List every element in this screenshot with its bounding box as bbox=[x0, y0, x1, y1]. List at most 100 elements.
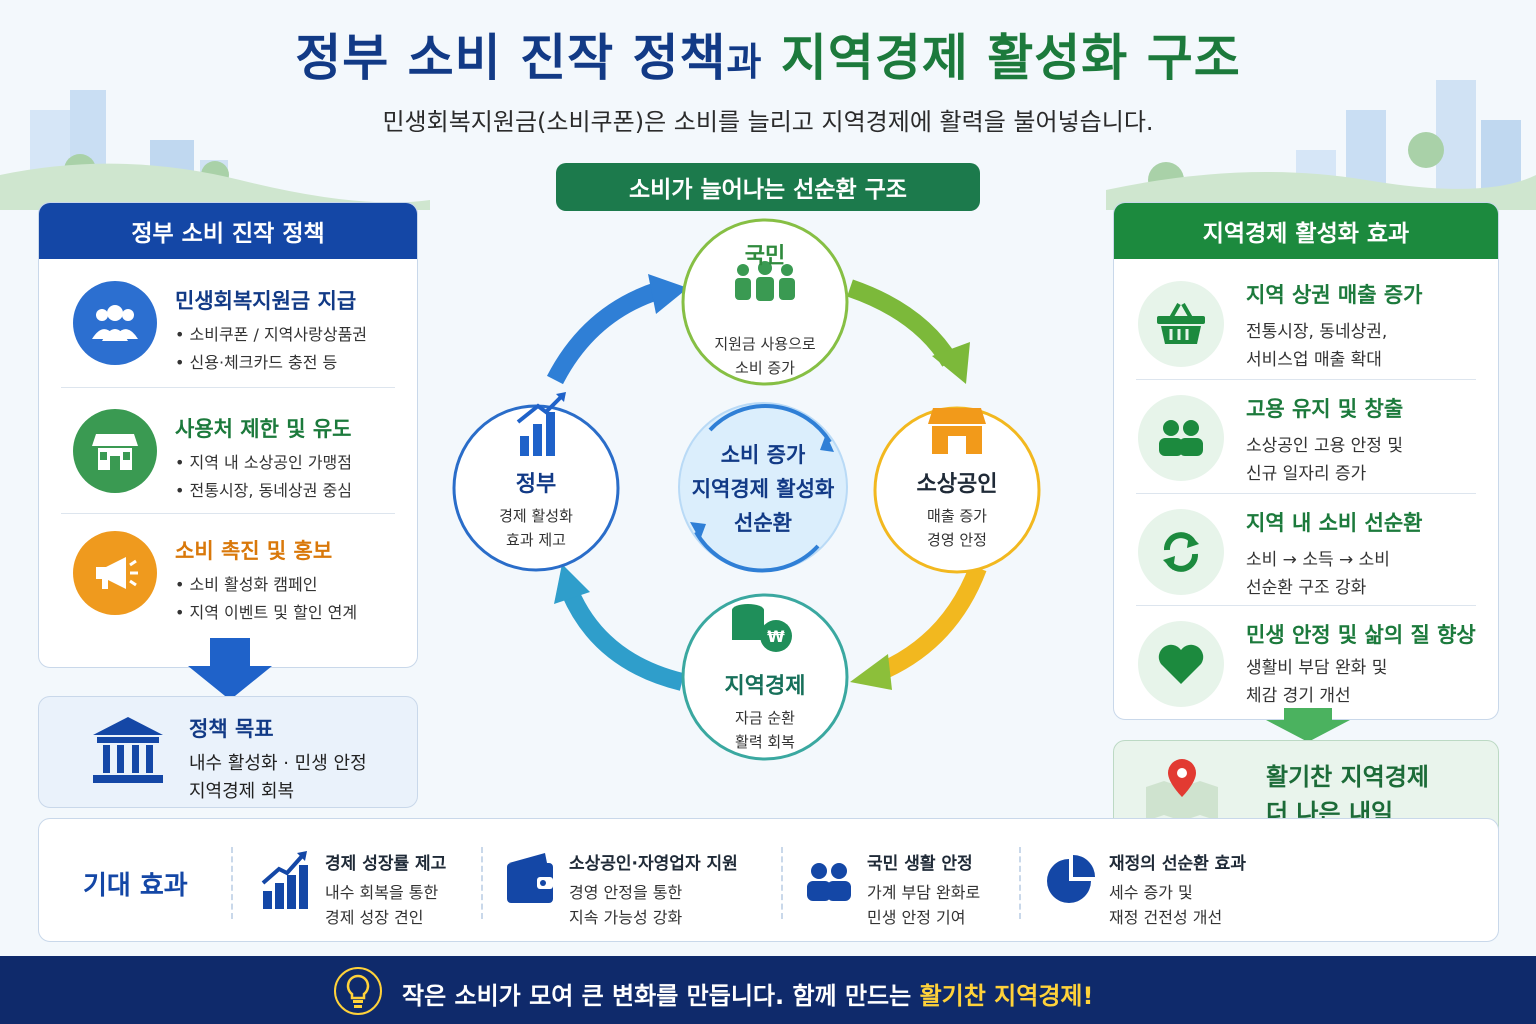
arrow-people-to-merchants bbox=[847, 279, 958, 367]
core-line: 소비 증가 bbox=[720, 443, 806, 467]
node-title: 소상공인 bbox=[916, 472, 998, 497]
effect-line: 가계 부담 완화로 bbox=[867, 883, 981, 902]
cycle-icon bbox=[1138, 509, 1224, 595]
page-subtitle: 민생회복지원금(소비쿠폰)은 소비를 늘리고 지역경제에 활력을 불어넣습니다. bbox=[382, 108, 1154, 136]
effect-title: 재정의 선순환 효과 bbox=[1109, 854, 1246, 874]
effects-panel-header: 지역경제 활성화 효과 bbox=[1114, 203, 1498, 259]
policy-item-subsidy: 민생회복지원금 지급 • 소비쿠폰 / 지역사랑상품권 • 신용·체크카드 충전… bbox=[61, 281, 401, 391]
node-government-text: 정부 경제 활성화 효과 제고 bbox=[451, 466, 621, 552]
node-desc: 매출 증가 bbox=[927, 507, 987, 525]
effect-line: 경영 안정을 통한 bbox=[569, 883, 683, 902]
node-desc: 자금 순환 bbox=[735, 709, 795, 727]
policy-item-bullet: • 소비쿠폰 / 지역사랑상품권 bbox=[175, 325, 368, 344]
node-title: 지역경제 bbox=[724, 674, 806, 699]
effect-line: 재정 건전성 개선 bbox=[1109, 908, 1223, 927]
arrow-merchants-to-local bbox=[876, 564, 987, 681]
people-icon bbox=[807, 863, 851, 901]
expected-effects-label: 기대 효과 bbox=[83, 871, 188, 901]
basket-icon bbox=[1138, 281, 1224, 367]
divider bbox=[1136, 605, 1476, 606]
divider bbox=[61, 387, 395, 388]
effect-item-cycle: 지역 내 소비 선순환 소비 → 소득 → 소비 선순환 구조 강화 bbox=[1136, 503, 1480, 613]
effect-line: 경제 성장 견인 bbox=[325, 908, 424, 927]
svg-text:₩: ₩ bbox=[767, 627, 785, 646]
effect-item-title: 지역 내 소비 선순환 bbox=[1246, 511, 1423, 535]
divider bbox=[1136, 379, 1476, 380]
node-title: 정부 bbox=[515, 472, 557, 497]
effect-item-title: 민생 안정 및 삶의 질 향상 bbox=[1246, 623, 1476, 647]
effect-item-line: 선순환 구조 강화 bbox=[1246, 578, 1367, 598]
core-line: 선순환 bbox=[734, 511, 792, 535]
node-merchants-text: 소상공인 매출 증가 경영 안정 bbox=[872, 466, 1042, 552]
effect-line: 민생 안정 기여 bbox=[867, 908, 966, 927]
effect-item-title: 지역 상권 매출 증가 bbox=[1246, 283, 1423, 307]
government-building-icon bbox=[93, 717, 163, 783]
city-skyline-right bbox=[1106, 80, 1536, 210]
expected-effects-bar: 기대 효과 경제 성장률 제고 내수 회복을 통한 경제 성장 견인 소상공인·… bbox=[38, 818, 1499, 942]
policy-item-title: 소비 촉진 및 홍보 bbox=[175, 539, 333, 563]
node-people-text: 국민 지원금 사용으로 소비 증가 bbox=[680, 238, 850, 380]
effect-item-sales: 지역 상권 매출 증가 전통시장, 동네상권, 서비스업 매출 확대 bbox=[1136, 275, 1480, 385]
node-people bbox=[681, 218, 849, 386]
policy-goal-line: 지역경제 회복 bbox=[189, 781, 295, 802]
shop-icon bbox=[73, 409, 157, 493]
node-desc: 경제 활성화 bbox=[499, 507, 573, 525]
policy-item-usage: 사용처 제한 및 유도 • 지역 내 소상공인 가맹점 • 전통시장, 동네상권… bbox=[61, 409, 401, 519]
arrow-local-to-gov bbox=[561, 588, 685, 691]
divider bbox=[781, 847, 783, 919]
effect-item-line: 체감 경기 개선 bbox=[1246, 686, 1351, 706]
node-desc: 소비 증가 bbox=[735, 359, 795, 377]
title-connector: 과 bbox=[726, 40, 763, 84]
growth-chart-icon bbox=[261, 851, 308, 909]
policy-item-title: 민생회복지원금 지급 bbox=[175, 289, 357, 313]
node-title: 국민 bbox=[744, 244, 786, 269]
policy-panel-header: 정부 소비 진작 정책 bbox=[39, 203, 417, 259]
node-desc: 활력 회복 bbox=[735, 733, 795, 751]
policy-goal-line: 내수 활성화 · 민생 안정 bbox=[189, 753, 367, 774]
effect-item-employment: 고용 유지 및 창출 소상공인 고용 안정 및 신규 일자리 증가 bbox=[1136, 389, 1480, 499]
policy-panel: 정부 소비 진작 정책 민생회복지원금 지급 • 소비쿠폰 / 지역사랑상품권 … bbox=[38, 202, 418, 668]
virtuous-cycle-diagram: ₩ bbox=[452, 218, 1041, 761]
policy-item-bullet: • 신용·체크카드 충전 등 bbox=[175, 353, 338, 372]
policy-item-promotion: 소비 촉진 및 홍보 • 소비 활성화 캠페인 • 지역 이벤트 및 할인 연계 bbox=[61, 531, 401, 641]
node-desc: 지원금 사용으로 bbox=[714, 335, 816, 353]
city-skyline-left bbox=[0, 90, 430, 210]
policy-goal-box: 정책 목표 내수 활성화 · 민생 안정 지역경제 회복 bbox=[38, 696, 418, 808]
page-title: 정부 소비 진작 정책과 지역경제 활성화 구조 bbox=[0, 18, 1536, 90]
pie-chart-icon bbox=[1047, 855, 1095, 903]
cycle-banner: 소비가 늘어나는 선순환 구조 bbox=[556, 163, 980, 211]
people-icon bbox=[1138, 395, 1224, 481]
effect-item-line: 소비 → 소득 → 소비 bbox=[1246, 550, 1390, 570]
effect-item-line: 생활비 부담 완화 및 bbox=[1246, 658, 1388, 678]
effect-title: 소상공인·자영업자 지원 bbox=[569, 854, 738, 874]
arrow-gov-to-people bbox=[546, 281, 663, 385]
node-local-text: 지역경제 자금 순환 활력 회복 bbox=[680, 668, 850, 754]
policy-item-title: 사용처 제한 및 유도 bbox=[175, 417, 352, 441]
people-group-icon bbox=[735, 261, 795, 301]
map-pin-icon bbox=[1146, 759, 1218, 821]
policy-item-bullet: • 전통시장, 동네상권 중심 bbox=[175, 481, 352, 500]
core-line: 지역경제 활성화 bbox=[691, 477, 835, 501]
node-local-economy bbox=[681, 593, 849, 761]
policy-item-bullet: • 지역 내 소상공인 가맹점 bbox=[175, 453, 352, 472]
storefront-icon bbox=[928, 408, 986, 454]
footer-text: 작은 소비가 모여 큰 변화를 만듭니다. 함께 만드는 bbox=[402, 982, 920, 1010]
effect-item-wellbeing: 민생 안정 및 삶의 질 향상 생활비 부담 완화 및 체감 경기 개선 bbox=[1136, 615, 1480, 719]
lightbulb-icon bbox=[334, 967, 382, 1015]
heart-icon bbox=[1138, 621, 1224, 707]
policy-item-bullet: • 지역 이벤트 및 할인 연계 bbox=[175, 603, 358, 622]
future-line: 활기찬 지역경제 bbox=[1266, 763, 1429, 791]
effect-title: 국민 생활 안정 bbox=[867, 854, 973, 874]
megaphone-icon bbox=[73, 531, 157, 615]
effect-item-line: 전통시장, 동네상권, bbox=[1246, 322, 1388, 342]
coin-stack-icon: ₩ bbox=[732, 604, 792, 652]
cycle-core-text: 소비 증가 지역경제 활성화 선순환 bbox=[680, 438, 846, 540]
divider bbox=[61, 513, 395, 514]
node-desc: 경영 안정 bbox=[927, 531, 987, 549]
node-desc: 효과 제고 bbox=[506, 531, 566, 549]
effect-line: 세수 증가 및 bbox=[1109, 883, 1193, 902]
footer-banner: 작은 소비가 모여 큰 변화를 만듭니다. 함께 만드는 활기찬 지역경제! bbox=[0, 956, 1536, 1024]
down-arrow-icon bbox=[188, 638, 272, 700]
growth-chart-icon bbox=[516, 392, 566, 456]
title-part1: 정부 소비 진작 정책 bbox=[295, 29, 727, 87]
